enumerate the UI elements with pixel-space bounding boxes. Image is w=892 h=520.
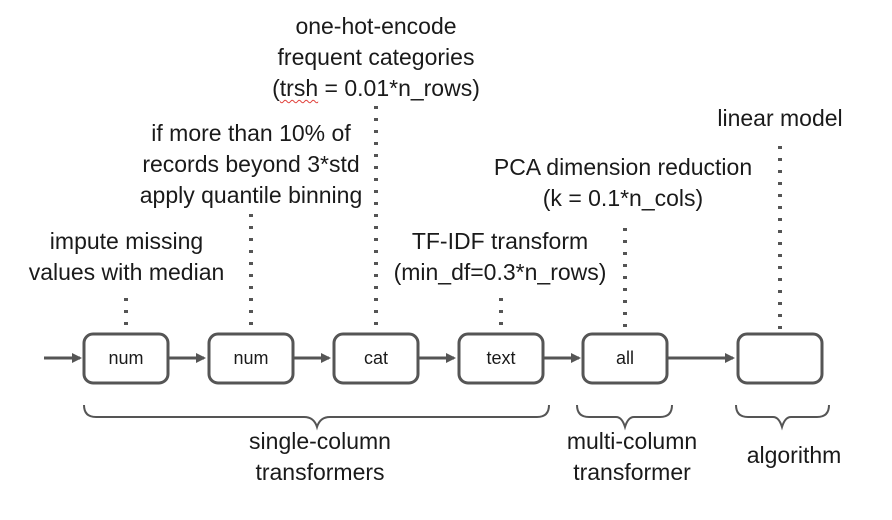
annotation-linear-model: linear model xyxy=(680,103,880,134)
annotation-line: records beyond 3*std xyxy=(142,151,360,177)
group-label-line: transformers xyxy=(255,459,385,485)
annotation-line: impute missing xyxy=(49,228,204,254)
node-box-num-1 xyxy=(82,332,170,385)
annotation-quantile-binning: if more than 10% of records beyond 3*std… xyxy=(101,118,401,211)
annotation-line: values with median xyxy=(28,259,225,285)
node-label-cat: cat xyxy=(363,348,388,368)
node-box-all xyxy=(581,332,669,385)
annotation-line: TF-IDF transform xyxy=(411,228,589,254)
annotation-line: (trsh = 0.01*n_rows) xyxy=(226,73,526,104)
group-label-line: single-column xyxy=(249,428,391,454)
annotation-pca: PCA dimension reduction (k = 0.1*n_cols) xyxy=(463,152,783,214)
annotation-tfidf: TF-IDF transform (min_df=0.3*n_rows) xyxy=(350,226,650,288)
brace-algorithm xyxy=(735,404,830,431)
group-label-multi-column: multi-column transformer xyxy=(532,426,732,488)
annotation-line: frequent categories xyxy=(277,44,475,70)
annotation-fragment: = 0.01*n_rows) xyxy=(318,75,480,101)
annotation-line: one-hot-encode xyxy=(295,13,457,39)
group-label-line: algorithm xyxy=(746,442,842,468)
annotation-line: apply quantile binning xyxy=(139,182,363,208)
group-label-line: multi-column xyxy=(566,428,698,454)
group-label-algorithm: algorithm xyxy=(694,440,892,471)
node-box-text xyxy=(457,332,545,385)
node-label-num-1: num xyxy=(108,348,144,368)
annotation-one-hot-encode: one-hot-encode frequent categories (trsh… xyxy=(226,11,526,104)
annotation-line: if more than 10% of xyxy=(151,120,351,146)
annotation-paren: ( xyxy=(272,75,280,101)
annotation-impute-missing: impute missing values with median xyxy=(0,226,253,288)
brace-single-column xyxy=(83,404,550,431)
node-box-cat xyxy=(332,332,420,385)
node-label-num-2: num xyxy=(233,348,269,368)
annotation-line: linear model xyxy=(717,105,843,131)
node-box-model xyxy=(736,332,824,385)
misspelled-word: trsh xyxy=(279,75,319,101)
node-label-text: text xyxy=(486,348,516,368)
annotation-line: PCA dimension reduction xyxy=(493,154,753,180)
node-box-num-2 xyxy=(207,332,295,385)
annotation-line: (min_df=0.3*n_rows) xyxy=(393,259,607,285)
brace-multi-column xyxy=(576,404,673,431)
group-label-line: transformer xyxy=(573,459,691,485)
node-label-all: all xyxy=(615,348,634,368)
group-label-single-column: single-column transformers xyxy=(170,426,470,488)
annotation-line: (k = 0.1*n_cols) xyxy=(542,185,704,211)
